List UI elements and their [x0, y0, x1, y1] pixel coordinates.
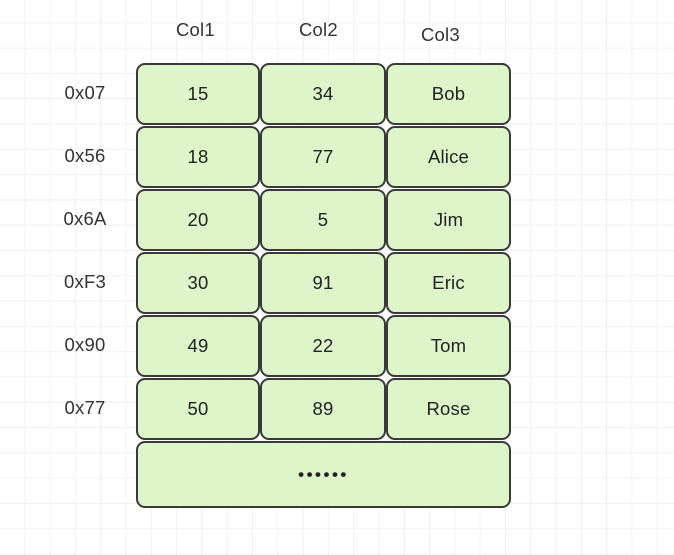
- table-cell[interactable]: Alice: [386, 126, 511, 188]
- table-cell[interactable]: 15: [136, 63, 260, 125]
- table-cell[interactable]: 30: [136, 252, 260, 314]
- column-header-col2: Col2: [299, 19, 338, 40]
- table-cell[interactable]: Tom: [386, 315, 511, 377]
- table-cell[interactable]: 89: [260, 378, 386, 440]
- table-cell[interactable]: 5: [260, 189, 386, 251]
- table-cell[interactable]: Jim: [386, 189, 511, 251]
- row-label-0: 0x07: [64, 82, 106, 103]
- table-cell[interactable]: 77: [260, 126, 386, 188]
- table-cell[interactable]: Bob: [386, 63, 511, 125]
- table-cell[interactable]: 49: [136, 315, 260, 377]
- table-cell[interactable]: 91: [260, 252, 386, 314]
- column-header-col3: Col3: [421, 24, 460, 45]
- column-header-col1: Col1: [176, 19, 215, 40]
- table-cell[interactable]: 20: [136, 189, 260, 251]
- table-cell[interactable]: 22: [260, 315, 386, 377]
- row-label-4: 0x90: [64, 334, 106, 355]
- table-cell[interactable]: Rose: [386, 378, 511, 440]
- row-label-3: 0xF3: [64, 271, 106, 292]
- table-cell[interactable]: 34: [260, 63, 386, 125]
- table-cell[interactable]: 18: [136, 126, 260, 188]
- row-label-2: 0x6A: [63, 208, 107, 229]
- table-cell[interactable]: Eric: [386, 252, 511, 314]
- row-label-1: 0x56: [64, 145, 106, 166]
- row-label-5: 0x77: [64, 397, 106, 418]
- table-cell[interactable]: 50: [136, 378, 260, 440]
- table-ellipsis-row[interactable]: ••••••: [136, 441, 511, 508]
